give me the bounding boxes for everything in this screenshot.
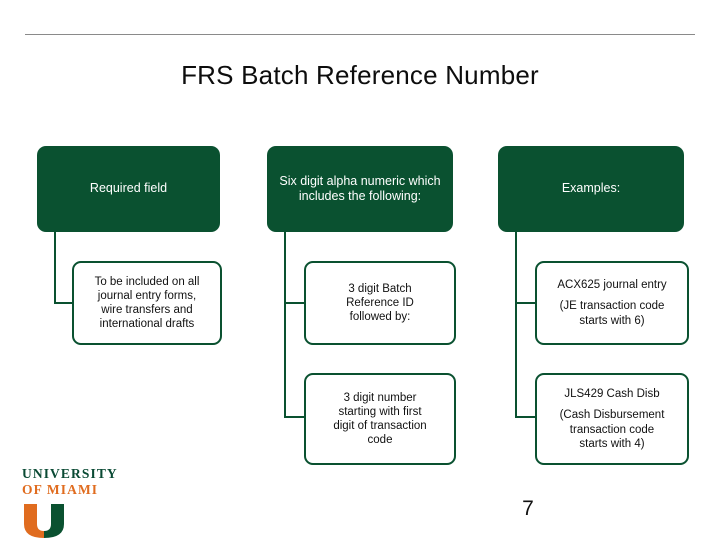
text-line: followed by: (349, 311, 411, 323)
connector-line-col2-child1 (284, 302, 306, 305)
title-divider (25, 34, 695, 35)
text-line: (Cash Disbursement (559, 409, 665, 422)
text-line: international drafts (99, 318, 195, 331)
connector-line-col3-trunk (515, 232, 518, 418)
connector-line-col1-trunk (54, 232, 57, 304)
connector-line-col1-child1 (54, 302, 74, 305)
spacer (557, 292, 666, 299)
spacer (560, 401, 665, 408)
example-code-label: JLS429 Cash Disb (564, 388, 660, 401)
text-line: (JE transaction code (559, 300, 665, 313)
child-box-example-acx625[interactable]: ACX625 journal entry (JE transaction cod… (535, 261, 689, 345)
child-box-example-acx625-text: ACX625 journal entry (JE transaction cod… (557, 278, 666, 327)
header-box-six-digit[interactable]: Six digit alpha numeric which includes t… (267, 146, 453, 232)
header-box-required-field[interactable]: Required field (37, 146, 220, 232)
text-line: 3 digit Batch (348, 282, 412, 295)
connector-line-col2-child2 (284, 416, 306, 419)
header-box-examples[interactable]: Examples: (498, 146, 684, 232)
child-box-batch-reference-id[interactable]: 3 digit Batch Reference ID followed by: (304, 261, 456, 345)
logo-text-university: UNIVERSITY (22, 466, 118, 481)
text-line: To be included on all (94, 275, 200, 288)
connector-line-col3-child2 (515, 416, 537, 419)
text-line: starts with 6) (579, 314, 645, 327)
page-number: 7 (522, 497, 534, 520)
text-line: starts with 4) (579, 437, 645, 450)
example-code-label: ACX625 journal entry (557, 279, 667, 292)
connector-line-col3-child1 (515, 302, 537, 305)
university-of-miami-logo: UNIVERSITY OF MIAMI (22, 466, 152, 538)
logo-text-of-miami: OF MIAMI (22, 482, 99, 497)
text-line: 3 digit number (343, 391, 417, 404)
child-box-batch-reference-id-text: 3 digit Batch Reference ID followed by: (346, 282, 414, 324)
text-line: code (367, 434, 393, 447)
child-box-included-on-text: To be included on all journal entry form… (95, 275, 200, 331)
child-box-included-on[interactable]: To be included on all journal entry form… (72, 261, 222, 345)
page-title: FRS Batch Reference Number (181, 60, 539, 90)
text-line: transaction code (569, 423, 655, 436)
child-box-example-jls429-text: JLS429 Cash Disb (Cash Disbursement tran… (560, 387, 665, 450)
text-line: digit of transaction (333, 420, 427, 432)
text-line: starting with first (338, 405, 422, 418)
connector-line-col2-trunk (284, 232, 287, 418)
child-box-example-jls429[interactable]: JLS429 Cash Disb (Cash Disbursement tran… (535, 373, 689, 465)
text-line: journal entry forms, (97, 289, 197, 302)
child-box-three-digit-number-text: 3 digit number starting with first digit… (333, 391, 426, 447)
text-line: Reference ID (346, 296, 414, 309)
miami-u-icon (22, 504, 66, 538)
text-line: wire transfers and (101, 304, 193, 316)
child-box-three-digit-number[interactable]: 3 digit number starting with first digit… (304, 373, 456, 465)
